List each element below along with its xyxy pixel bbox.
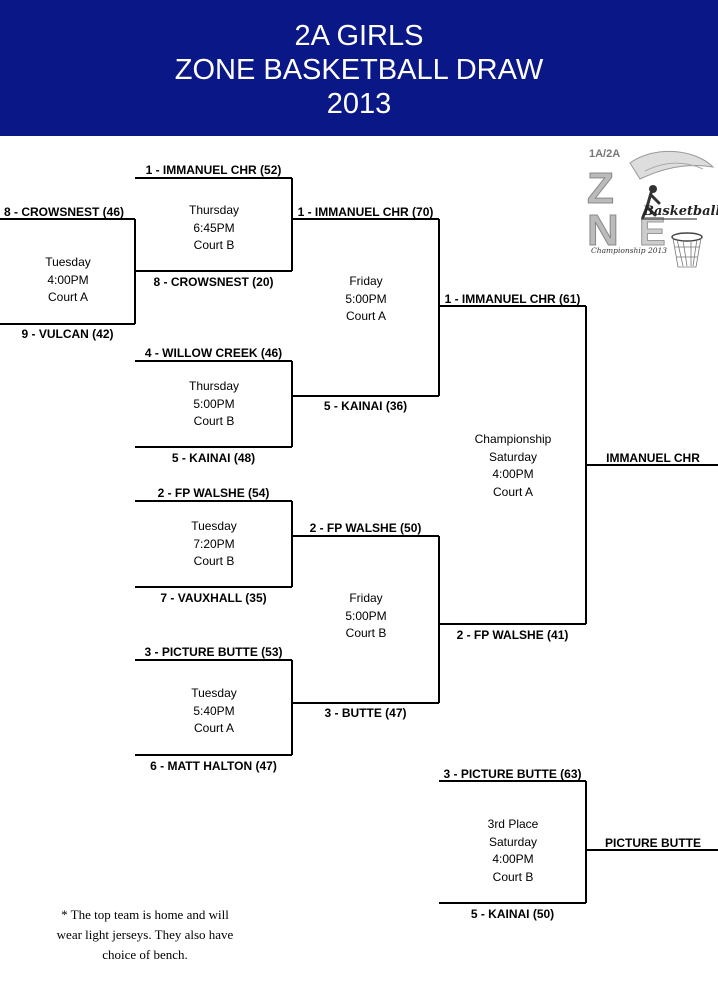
final-top-team: 1 - IMMANUEL CHR (61) (444, 292, 581, 306)
r2-g4-day: Tuesday (191, 686, 237, 700)
logo-graphic: 1A/2A Z N E Basketball Championship 2013 (587, 148, 718, 268)
semi1-bottom-team: 5 - KAINAI (36) (323, 399, 408, 413)
r1-court: Court A (47, 290, 89, 304)
semi2-court: Court B (345, 626, 387, 640)
footnote-line-2: wear light jerseys. They also have (56, 927, 234, 942)
r1-day: Tuesday (45, 255, 91, 269)
r2-g1-day: Thursday (188, 203, 240, 217)
r1-game-info: Tuesday 4:00PM Court A (8, 254, 128, 307)
semi1-day: Friday (349, 274, 383, 288)
semi2-bottom-team: 3 - BUTTE (47) (324, 706, 407, 720)
title-line-3: 2013 (326, 88, 392, 120)
third-bottom-team: 5 - KAINAI (50) (470, 907, 555, 921)
r2-g3-day: Tuesday (191, 519, 237, 533)
final-time: 4:00PM (492, 467, 534, 481)
svg-text:N: N (587, 206, 619, 255)
r2-g2-court: Court B (193, 414, 235, 428)
r2-g1-time: 6:45PM (193, 220, 235, 235)
third-day: Saturday (488, 834, 538, 849)
r2-g3-court: Court B (193, 554, 235, 568)
semi2-time: 5:00PM (345, 608, 387, 623)
r2-g4-court: Court A (193, 721, 235, 735)
r2-g3-time: 7:20PM (193, 536, 235, 551)
svg-text:Z: Z (587, 164, 614, 213)
semi2-top-team: 2 - FP WALSHE (50) (309, 521, 422, 535)
semi2-day: Friday (349, 591, 383, 605)
title-line-2: ZONE BASKETBALL DRAW (174, 54, 544, 86)
title-banner: 2A GIRLS ZONE BASKETBALL DRAW 2013 (0, 0, 718, 136)
champion: IMMANUEL CHR (606, 451, 700, 465)
semi2-info: Friday 5:00PM Court B (306, 590, 426, 643)
svg-text:1A/2A: 1A/2A (589, 148, 620, 160)
r2-g2-day: Thursday (188, 379, 240, 393)
r2-g1-top-team: 1 - IMMANUEL CHR (52) (145, 163, 282, 177)
final-bottom-team: 2 - FP WALSHE (41) (456, 628, 569, 642)
r2-g3-bottom-team: 7 - VAUXHALL (35) (160, 591, 267, 605)
r2-g2-bottom-team: 5 - KAINAI (48) (171, 451, 256, 465)
final-day: Saturday (488, 449, 538, 464)
r2-g2-info: Thursday 5:00PM Court B (154, 378, 274, 431)
title-line-1: 2A GIRLS (294, 20, 424, 52)
third-time: 4:00PM (492, 852, 534, 866)
r2-g2-top-team: 4 - WILLOW CREEK (46) (144, 346, 283, 360)
r2-g4-bottom-team: 6 - MATT HALTON (47) (150, 759, 277, 773)
final-info: Championship Saturday 4:00PM Court A (453, 431, 573, 501)
third-place-winner: PICTURE BUTTE (605, 836, 701, 850)
svg-text:Championship 2013: Championship 2013 (591, 246, 667, 255)
final-label: Championship (474, 432, 552, 446)
zone-championship-logo: 1A/2A Z N E Basketball Championship 2013 (585, 145, 718, 285)
semi1-time: 5:00PM (345, 291, 387, 306)
svg-text:Basketball: Basketball (642, 204, 718, 219)
r2-g4-info: Tuesday 5:40PM Court A (154, 685, 274, 738)
r2-g4-top-team: 3 - PICTURE BUTTE (53) (144, 645, 283, 659)
footnote-line-1: * The top team is home and will (61, 907, 229, 922)
r1-top-team: 8 - CROWSNEST (46) (4, 205, 125, 219)
third-court: Court B (492, 869, 534, 884)
footnote-line-3: choice of bench. (102, 947, 188, 962)
r2-g4-time: 5:40PM (193, 703, 235, 718)
semi1-top-team: 1 - IMMANUEL CHR (70) (297, 205, 434, 219)
third-label: 3rd Place (487, 817, 539, 831)
r1-bottom-team: 9 - VULCAN (42) (21, 327, 114, 341)
footnote: * The top team is home and will wear lig… (30, 905, 260, 965)
semi1-court: Court A (345, 309, 387, 323)
r2-g3-info: Tuesday 7:20PM Court B (154, 518, 274, 571)
third-top-team: 3 - PICTURE BUTTE (63) (443, 767, 582, 781)
r2-g1-court: Court B (193, 238, 235, 252)
r2-g2-time: 5:00PM (193, 396, 235, 411)
r2-g1-bottom-team: 8 - CROWSNEST (20) (153, 275, 274, 289)
r2-g1-info: Thursday 6:45PM Court B (154, 202, 274, 255)
final-court: Court A (492, 484, 534, 499)
r2-g3-top-team: 2 - FP WALSHE (54) (157, 486, 270, 500)
r1-time: 4:00PM (47, 272, 89, 287)
semi1-info: Friday 5:00PM Court A (306, 273, 426, 326)
third-info: 3rd Place Saturday 4:00PM Court B (453, 816, 573, 886)
